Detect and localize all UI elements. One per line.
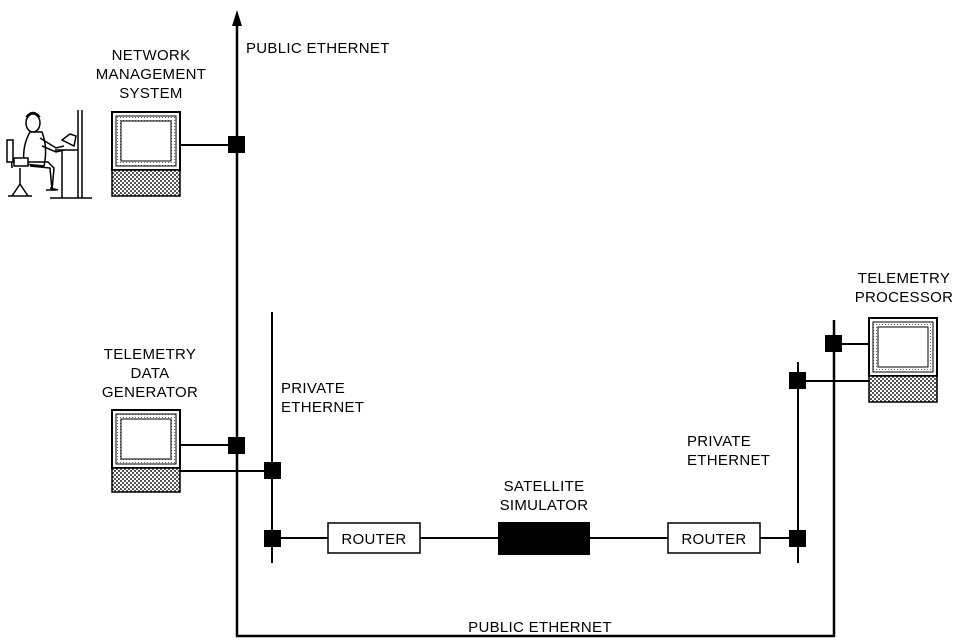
network-management-system-label: NETWORK MANAGEMENT SYSTEM bbox=[95, 47, 207, 102]
public-ethernet-bottom-label: PUBLIC ETHERNET bbox=[468, 619, 612, 636]
junction-node bbox=[264, 462, 281, 479]
junction-node bbox=[264, 530, 281, 547]
arrow-up-icon bbox=[232, 10, 242, 26]
computer-icon bbox=[111, 111, 181, 197]
satellite-simulator-label: SATELLITE SIMULATOR bbox=[499, 478, 589, 514]
router-left-box bbox=[327, 522, 421, 554]
operator-figure-icon bbox=[6, 110, 92, 199]
junction-node bbox=[825, 335, 842, 352]
computer-icon bbox=[111, 409, 181, 493]
router-right-label: ROUTER bbox=[681, 531, 746, 548]
telemetry-data-generator-label: TELEMETRY DATA GENERATOR bbox=[101, 346, 199, 401]
junction-node bbox=[789, 530, 806, 547]
router-left-label: ROUTER bbox=[341, 531, 406, 548]
public-ethernet-line bbox=[235, 24, 836, 638]
telemetry-processor-label: TELEMETRY PROCESSOR bbox=[854, 270, 954, 306]
private-ethernet-left-label: PRIVATE ETHERNET bbox=[281, 380, 365, 416]
private-ethernet-right-label: PRIVATE ETHERNET bbox=[687, 433, 771, 469]
satellite-simulator-box bbox=[498, 522, 590, 555]
public-ethernet-top-label: PUBLIC ETHERNET bbox=[246, 40, 390, 57]
junction-node bbox=[789, 372, 806, 389]
junction-node bbox=[228, 136, 245, 153]
computer-icon bbox=[868, 317, 938, 403]
router-right-box bbox=[667, 522, 761, 554]
junction-nodes bbox=[228, 136, 842, 547]
junction-node bbox=[228, 437, 245, 454]
